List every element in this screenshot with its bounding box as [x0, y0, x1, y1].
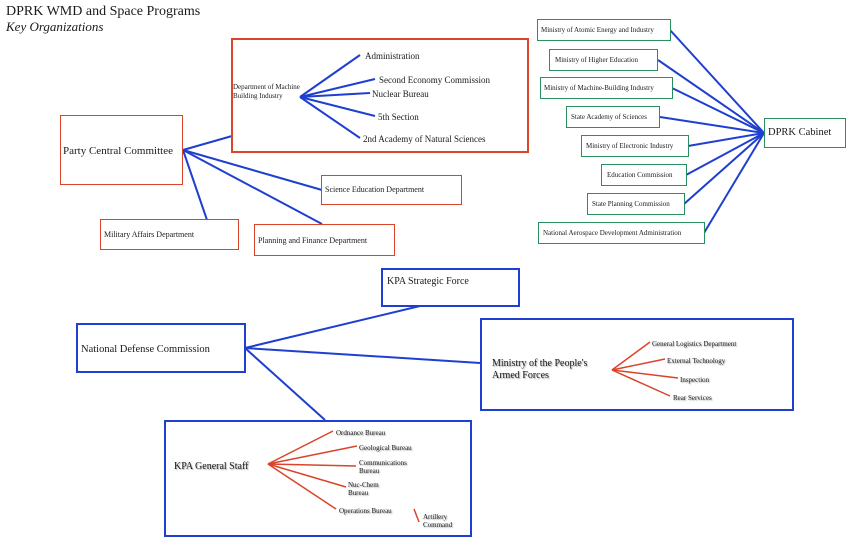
planning-finance-box: Planning and Finance Department: [254, 224, 395, 256]
dprk-cabinet-label: DPRK Cabinet: [768, 127, 832, 138]
ministry-electronic-industry-label: Ministry of Electronic Industry: [586, 142, 674, 150]
ministry-electronic-industry-box: Ministry of Electronic Industry: [581, 135, 689, 157]
ministry-higher-education-box: Ministry of Higher Education: [549, 49, 658, 71]
state-planning-commission-label: State Planning Commission: [592, 200, 670, 208]
kpa-general-staff-label: KPA General Staff: [174, 461, 249, 472]
mbi-administration: Administration: [365, 51, 420, 61]
science-education-box: Science Education Department: [321, 175, 462, 205]
dprk-cabinet-box: DPRK Cabinet: [764, 118, 846, 148]
mbi-nuclear-bureau: Nuclear Bureau: [372, 89, 429, 99]
kpa-strategic-force-box: KPA Strategic Force: [381, 268, 520, 307]
dept-mbi-label: Department of Machine Building Industry: [233, 83, 300, 100]
page-title: DPRK WMD and Space Programs: [6, 4, 201, 19]
mpaf-inspection: Inspection: [680, 376, 710, 384]
gs-geological-bureau: Geological Bureau: [359, 444, 412, 452]
mpaf-box: Ministry of the People's Armed Forces Ge…: [480, 318, 794, 411]
gs-artillery-command: Artillery Command: [423, 513, 453, 529]
military-affairs-box: Military Affairs Department: [100, 219, 239, 250]
aerospace-administration-box: National Aerospace Development Administr…: [538, 222, 705, 244]
mpaf-rear-services: Rear Services: [673, 394, 712, 402]
ministry-higher-education-label: Ministry of Higher Education: [555, 56, 639, 64]
education-commission-label: Education Commission: [607, 171, 673, 179]
military-affairs-label: Military Affairs Department: [104, 230, 195, 239]
ministry-machine-building-box: Ministry of Machine-Building Industry: [540, 77, 673, 99]
ministry-atomic-energy-label: Ministry of Atomic Energy and Industry: [541, 26, 654, 34]
national-defense-commission-box: National Defense Commission: [76, 323, 246, 373]
page-subtitle: Key Organizations: [6, 19, 104, 34]
gs-nuc-chem-bureau: Nuc-Chem Bureau: [348, 481, 379, 497]
party-central-committee-label: Party Central Committee: [63, 145, 173, 157]
gs-communications-bureau: Communications Bureau: [359, 459, 407, 475]
science-education-label: Science Education Department: [325, 185, 425, 194]
dept-mbi-box: Department of Machine Building Industry …: [231, 38, 529, 153]
state-planning-commission-box: State Planning Commission: [587, 193, 685, 215]
mpaf-external-technology: External Technology: [667, 357, 726, 365]
gs-operations-bureau: Operations Bureau: [339, 507, 392, 515]
mbi-2nd-academy: 2nd Academy of Natural Sciences: [363, 134, 486, 144]
aerospace-administration-label: National Aerospace Development Administr…: [543, 229, 682, 237]
party-central-committee-box: Party Central Committee: [60, 115, 183, 185]
mbi-5th-section: 5th Section: [378, 112, 419, 122]
ministry-atomic-energy-box: Ministry of Atomic Energy and Industry: [537, 19, 671, 41]
kpa-general-staff-box: KPA General Staff Ordnance Bureau Geolog…: [164, 420, 472, 537]
national-defense-commission-label: National Defense Commission: [81, 344, 210, 355]
kpa-strategic-force-label: KPA Strategic Force: [387, 276, 469, 287]
mpaf-label: Ministry of the People's Armed Forces: [492, 358, 588, 381]
ministry-machine-building-label: Ministry of Machine-Building Industry: [544, 84, 654, 92]
mpaf-general-logistics: General Logistics Department: [652, 340, 737, 348]
mbi-second-economy: Second Economy Commission: [379, 75, 490, 85]
state-academy-sciences-box: State Academy of Sciences: [566, 106, 660, 128]
state-academy-sciences-label: State Academy of Sciences: [571, 113, 648, 121]
gs-ordnance-bureau: Ordnance Bureau: [336, 429, 386, 437]
planning-finance-label: Planning and Finance Department: [258, 236, 368, 245]
education-commission-box: Education Commission: [601, 164, 687, 186]
